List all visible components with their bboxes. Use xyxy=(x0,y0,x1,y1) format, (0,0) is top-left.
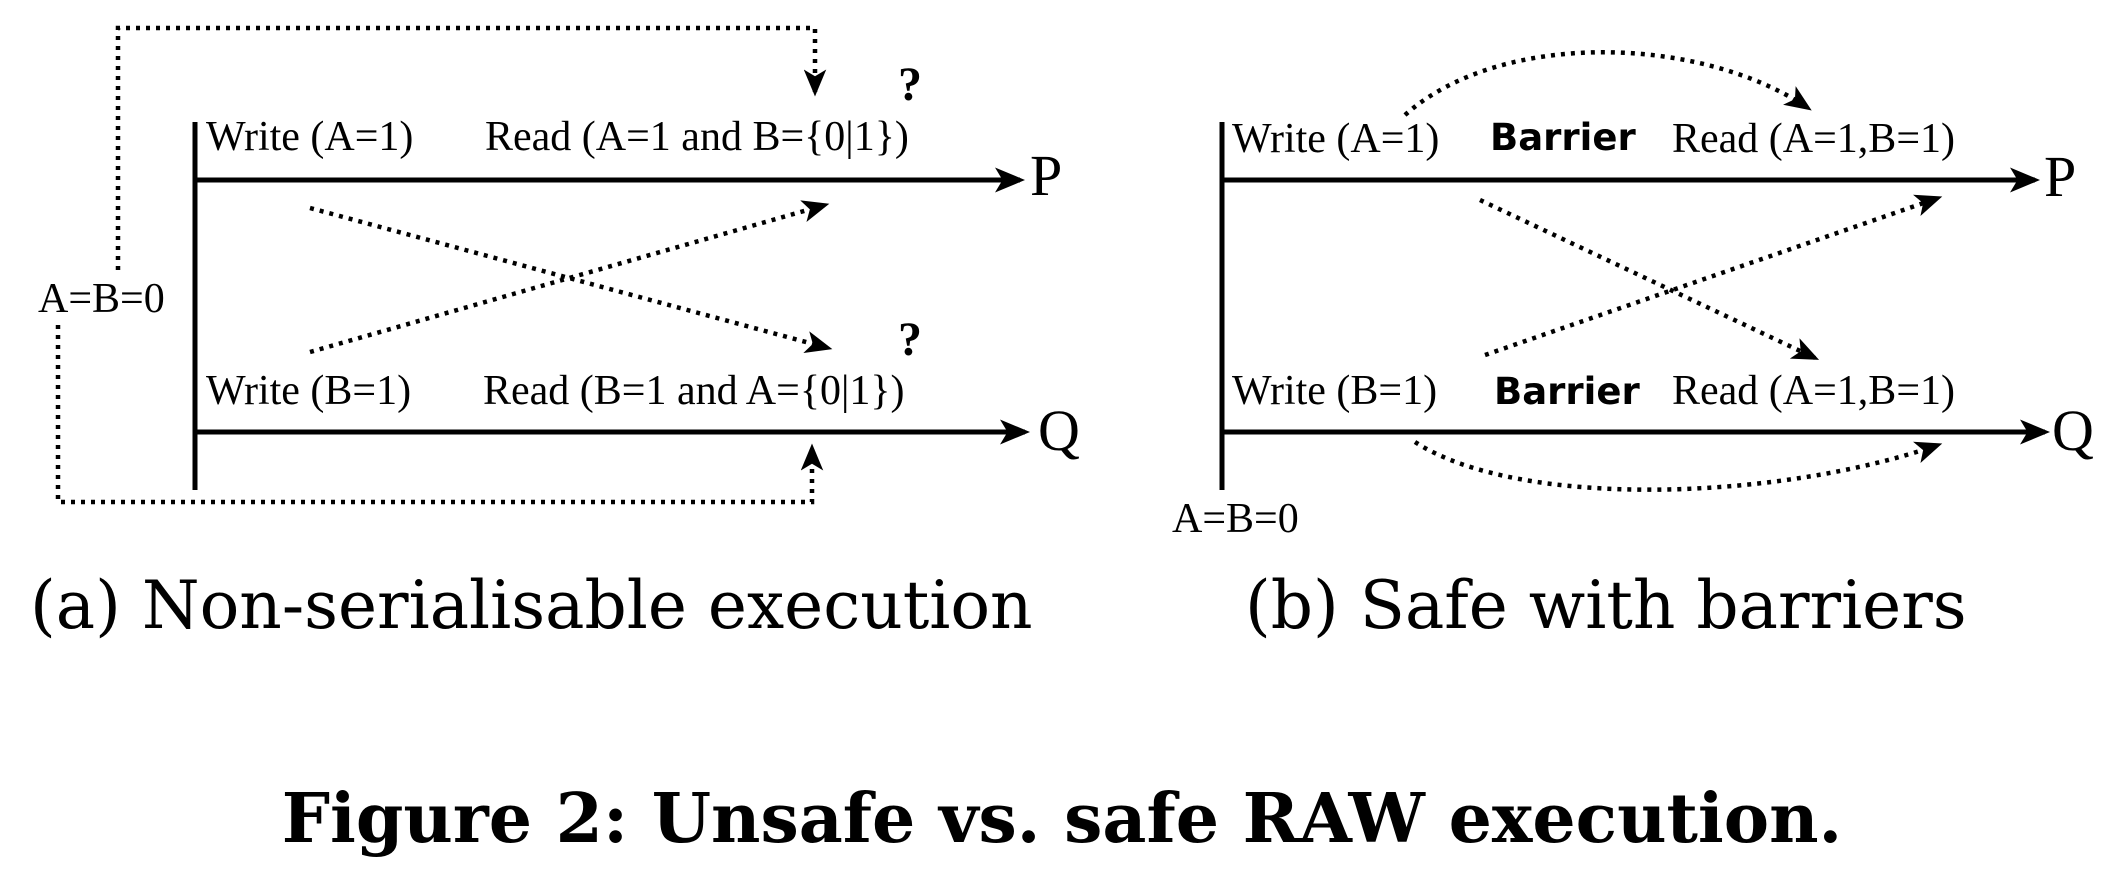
panel-a-p-write-label: Write (A=1) xyxy=(206,114,413,160)
panel-b-init-label: A=B=0 xyxy=(1172,496,1299,542)
panel-a-init-to-q-read-arrow xyxy=(55,325,824,505)
panel-b-q-write-label: Write (B=1) xyxy=(1232,368,1437,414)
panel-b-q-write-to-q-read-arrow xyxy=(1413,440,1943,492)
panel-a-q-write-to-p-read-arrow xyxy=(309,200,830,355)
panel-a: A=B=0 Write (A=1) Read (A=1 and B={0|1})… xyxy=(30,25,1080,644)
panel-a-caption: (a) Non-serialisable execution xyxy=(30,567,1033,644)
panel-a-q-write-label: Write (B=1) xyxy=(206,368,411,414)
panel-b-caption: (b) Safe with barriers xyxy=(1245,567,1967,644)
panel-a-p-process-label: P xyxy=(1030,143,1062,208)
figure-caption: Figure 2: Unsafe vs. safe RAW execution. xyxy=(282,779,1842,859)
panel-b-q-barrier-label: Barrier xyxy=(1494,370,1640,413)
panel-b: A=B=0 Write (A=1) Barrier Read (A=1,B=1)… xyxy=(1172,50,2094,644)
panel-b-p-process-label: P xyxy=(2044,144,2076,209)
panel-b-p-read-label: Read (A=1,B=1) xyxy=(1672,116,1955,162)
panel-b-p-write-to-p-read-arrow xyxy=(1403,50,1812,117)
panel-b-p-write-to-q-read-arrow xyxy=(1479,197,1820,361)
panel-b-q-read-label: Read (A=1,B=1) xyxy=(1672,368,1955,414)
panel-b-p-write-label: Write (A=1) xyxy=(1232,116,1439,162)
panel-b-p-barrier-label: Barrier xyxy=(1490,116,1636,159)
panel-a-init-label: A=B=0 xyxy=(38,276,165,322)
panel-a-q-read-label: Read (B=1 and A={0|1}) xyxy=(483,368,905,414)
panel-a-q-process-label: Q xyxy=(1038,398,1080,463)
panel-a-init-to-p-read-arrow xyxy=(115,25,827,270)
panel-a-p-question-mark: ? xyxy=(898,58,922,111)
panel-a-q-question-mark: ? xyxy=(898,313,922,366)
panel-a-p-write-to-q-read-arrow xyxy=(309,205,833,353)
panel-b-q-process-label: Q xyxy=(2052,398,2094,463)
panel-a-p-read-label: Read (A=1 and B={0|1}) xyxy=(485,114,909,160)
panel-b-q-write-to-p-read-arrow xyxy=(1484,194,1943,358)
